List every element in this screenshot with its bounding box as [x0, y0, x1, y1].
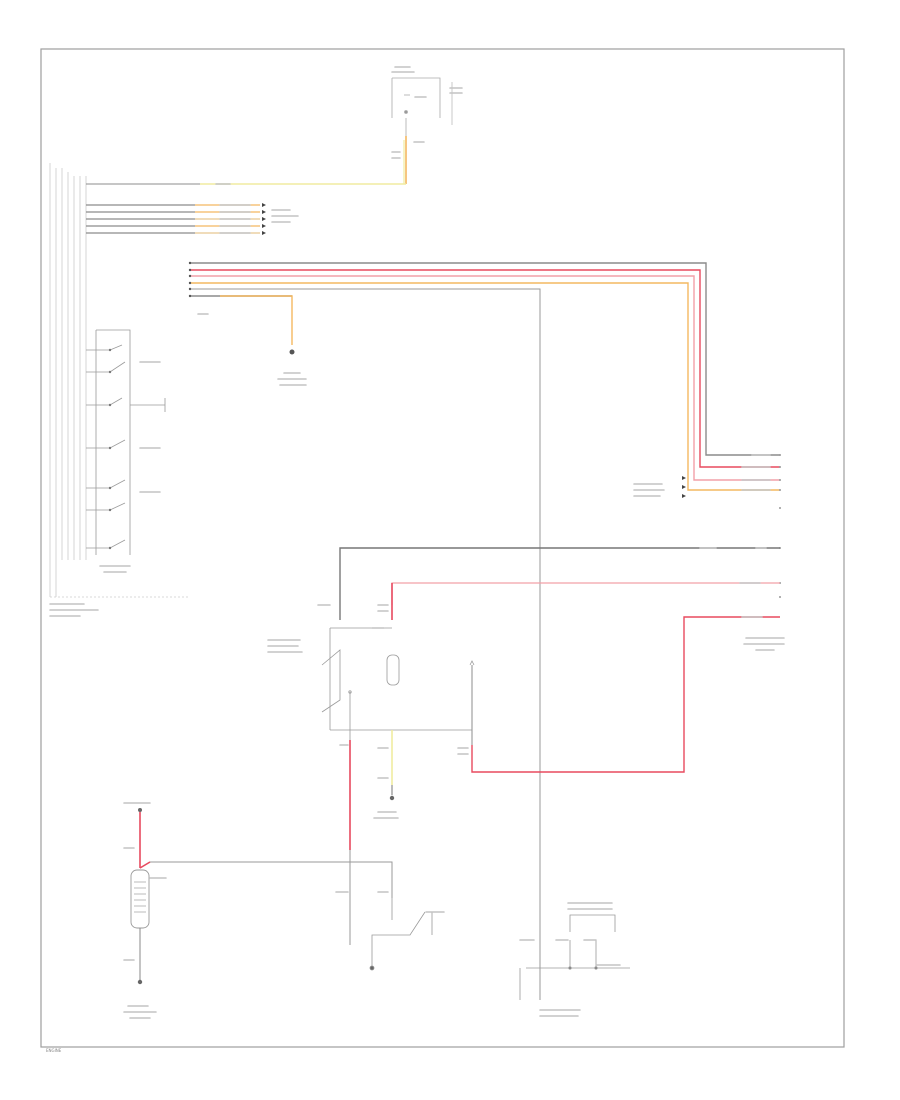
wire-battery-gray: [139, 861, 393, 898]
battery-symbol: [130, 808, 150, 985]
wire-middle: [339, 547, 780, 773]
ground-relay: [389, 795, 395, 801]
connector-marks: [188, 261, 192, 298]
switch-contacts: [108, 348, 112, 550]
ignition-switch: [369, 898, 433, 971]
connector-upper: [262, 203, 266, 235]
right-end-marks: [779, 454, 781, 598]
fuse-block: [391, 77, 453, 136]
relay-block: [321, 627, 475, 740]
module-bus-lines: [49, 163, 190, 598]
faint-labels: [49, 66, 785, 1019]
connector-right: [682, 476, 686, 498]
diagram-code: ENGINE: [46, 1048, 62, 1053]
diagram-frame: [40, 48, 845, 1048]
ground-upper: [289, 349, 295, 355]
lower-module: [519, 914, 630, 1000]
switch-assembly: [86, 329, 166, 555]
wire-bundle-lower: [190, 262, 780, 1000]
